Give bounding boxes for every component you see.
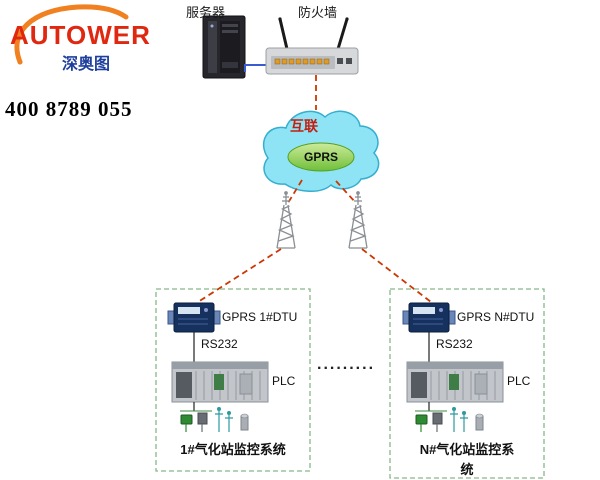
cloud-label: 互联 bbox=[290, 118, 318, 134]
station2-dtu-label: GPRS N#DTU bbox=[457, 310, 535, 324]
gprs-label: GPRS bbox=[303, 150, 338, 164]
station2-caption: N#气化站监控系统 bbox=[419, 442, 515, 477]
station2-rs232-label: RS232 bbox=[436, 337, 473, 351]
station2-dtu-icon bbox=[402, 302, 456, 333]
station1-plc-icon bbox=[171, 361, 269, 403]
station1-plc-label: PLC bbox=[272, 374, 296, 388]
tower-station2-line bbox=[361, 248, 432, 303]
server-label: 服务器 bbox=[186, 5, 226, 20]
phone-number: 400 8789 055 bbox=[5, 97, 133, 121]
dots-separator: ......... bbox=[317, 356, 376, 373]
station2-box bbox=[389, 288, 545, 479]
autower-logo: AUTOWER 深奥图 400 8789 055 bbox=[0, 0, 180, 130]
station1-rs232-label: RS232 bbox=[201, 337, 238, 351]
station1-field-instruments-icon bbox=[180, 407, 249, 432]
firewall-label: 防火墙 bbox=[298, 5, 338, 20]
station1-box bbox=[155, 288, 311, 472]
station1-caption: 1#气化站监控系统 bbox=[180, 442, 286, 457]
station1-dtu-label: GPRS 1#DTU bbox=[222, 310, 298, 324]
gprs-badge bbox=[287, 142, 355, 172]
station2-field-instruments-icon bbox=[415, 407, 484, 432]
cloud-tower-right-line bbox=[335, 180, 357, 204]
server-firewall-cable-line bbox=[244, 64, 266, 72]
logo-swoosh-icon bbox=[14, 4, 129, 65]
antenna-tower-right-icon bbox=[348, 191, 368, 249]
tower-station1-line bbox=[197, 248, 282, 303]
station1-dtu-icon bbox=[167, 302, 221, 333]
brand-text: AUTOWER bbox=[10, 20, 151, 50]
brand-cn-text: 深奥图 bbox=[62, 56, 111, 73]
station2-plc-label: PLC bbox=[507, 374, 531, 388]
antenna-tower-left-icon bbox=[276, 191, 296, 249]
cloud-tower-left-line bbox=[287, 179, 303, 204]
station2-plc-icon bbox=[406, 361, 504, 403]
server-icon bbox=[202, 15, 246, 79]
firewall-icon bbox=[265, 17, 359, 75]
